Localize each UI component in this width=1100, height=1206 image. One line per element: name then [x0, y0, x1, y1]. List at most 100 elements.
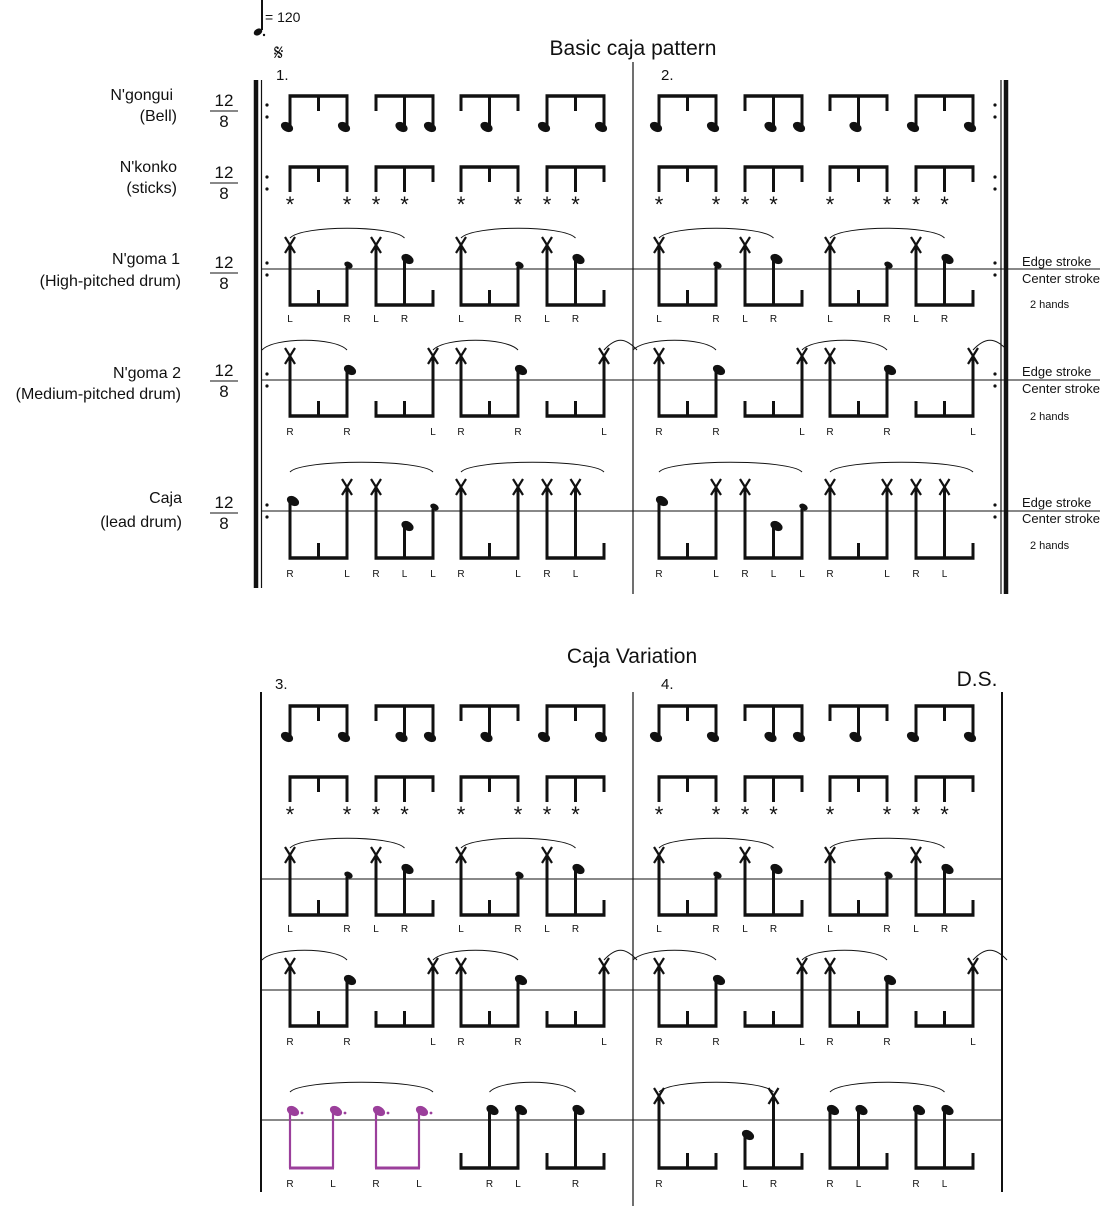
- repeat-dot: [993, 115, 997, 119]
- stick-star-icon: *: [883, 192, 892, 217]
- ghost-note-head: [884, 871, 893, 879]
- beat-group: [537, 94, 608, 133]
- phrase-slur: [658, 461, 803, 473]
- instrument-name: N'gongui: [110, 87, 173, 104]
- stick-star-icon: *: [712, 802, 721, 827]
- phrase-slur: [289, 837, 405, 849]
- edge-stroke-x-icon: [796, 347, 808, 365]
- center-stroke-note-head: [514, 364, 528, 376]
- repeat-dot: [993, 503, 997, 507]
- edge-stroke-x-icon: [370, 236, 382, 254]
- instrument-name: N'goma 1: [112, 251, 180, 268]
- instrument-name: N'konko: [120, 159, 177, 176]
- stick-star-icon: *: [372, 192, 381, 217]
- phrase-slur: [289, 1081, 434, 1093]
- sticking-letter: R: [770, 924, 777, 935]
- phrase-slur: [603, 949, 638, 961]
- bell-note-head: [649, 731, 663, 743]
- beat-group: [906, 94, 977, 133]
- sticking-letter: L: [287, 924, 293, 935]
- beat-group: **: [543, 775, 606, 827]
- beat-group: **: [372, 165, 435, 217]
- sticking-letter: L: [373, 314, 379, 325]
- time-signatures: 128 128 128 128 128: [210, 91, 238, 533]
- sticking-letter: L: [430, 427, 436, 438]
- sticking-letter: L: [430, 1037, 436, 1048]
- sticking-letter: R: [572, 1179, 579, 1190]
- staff-row: [265, 94, 997, 133]
- beat-group: L: [743, 957, 808, 1048]
- time-signature: 128: [210, 493, 238, 533]
- sticking-letter: R: [543, 569, 550, 580]
- sticking-letter: R: [514, 427, 521, 438]
- instrument-desc: (lead drum): [100, 514, 182, 531]
- time-signature: 128: [210, 253, 238, 293]
- repeat-dot: [265, 103, 269, 107]
- edge-stroke-x-icon: [796, 957, 808, 975]
- sticking-letter: L: [330, 1179, 336, 1190]
- edge-stroke-x-icon: [370, 846, 382, 864]
- edge-stroke-x-icon: [739, 236, 751, 254]
- sticking-letter: R: [401, 314, 408, 325]
- stick-star-icon: *: [543, 192, 552, 217]
- ghost-note-head: [713, 261, 722, 269]
- center-stroke-note-head: [486, 1104, 499, 1116]
- stick-star-icon: *: [571, 192, 580, 217]
- sticking-letter: R: [912, 1179, 919, 1190]
- edge-stroke-x-icon: [910, 846, 922, 864]
- sticking-letter: R: [286, 569, 293, 580]
- augmentation-dot: [429, 1111, 433, 1115]
- tempo-note-dot: [262, 33, 266, 37]
- phrase-slur: [829, 227, 945, 239]
- edge-stroke-x-icon: [910, 478, 922, 496]
- sticking-letter: R: [457, 427, 464, 438]
- center-stroke-note-head: [514, 974, 528, 986]
- edge-stroke-x-icon: [455, 478, 467, 496]
- bell-note-head: [480, 731, 493, 743]
- sticking-letter: L: [544, 924, 550, 935]
- center-stroke-note-head: [514, 1104, 528, 1116]
- sticking-letter: R: [941, 314, 948, 325]
- low-note-head: [741, 1129, 755, 1141]
- edge-stroke-x-icon: [455, 347, 467, 365]
- sticking-letter: L: [799, 569, 805, 580]
- beat-group: [374, 704, 437, 743]
- edge-stroke-x-icon: [967, 957, 979, 975]
- sticking-letter: L: [799, 427, 805, 438]
- beat-group: [743, 704, 806, 743]
- sticking-letter: R: [770, 314, 777, 325]
- sticking-letter: R: [572, 924, 579, 935]
- beat-group: R: [653, 1087, 718, 1190]
- measure-number: 2.: [661, 67, 674, 84]
- instrument-labels: N'gongui (Bell) N'konko (sticks) N'goma …: [16, 87, 182, 531]
- edge-stroke-x-icon: [541, 478, 553, 496]
- sticking-letter: R: [826, 569, 833, 580]
- time-signature: 128: [210, 163, 238, 203]
- sticking-letter: L: [742, 314, 748, 325]
- edge-stroke-x-icon: [541, 846, 553, 864]
- sticking-letter: L: [742, 924, 748, 935]
- edge-stroke-x-icon: [739, 478, 751, 496]
- phrase-slur: [829, 461, 974, 473]
- sticking-letter: R: [457, 1037, 464, 1048]
- beat-group: **: [286, 165, 352, 217]
- section-title-basic: Basic caja pattern: [550, 37, 717, 60]
- phrase-slur: [432, 339, 519, 351]
- edge-stroke-x-icon: [455, 957, 467, 975]
- beat-group: R: [545, 1104, 606, 1190]
